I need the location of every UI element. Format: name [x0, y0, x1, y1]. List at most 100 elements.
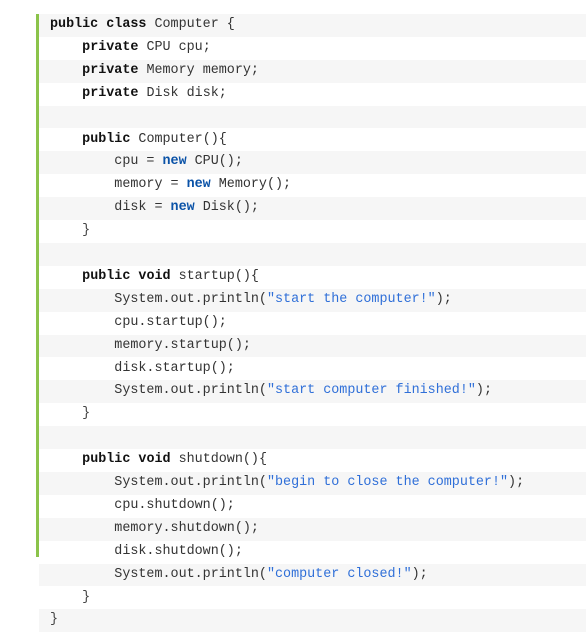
- code-token: CPU();: [186, 154, 243, 170]
- code-token: disk.shutdown();: [50, 543, 243, 559]
- code-line-background: [39, 220, 586, 243]
- code-line: disk.startup();: [50, 358, 235, 381]
- code-token: public void: [82, 452, 171, 468]
- code-token: public class: [50, 17, 147, 32]
- code-token: );: [435, 291, 452, 307]
- code-token: new: [186, 177, 211, 193]
- code-token: new: [170, 200, 195, 216]
- code-line-background: [39, 265, 586, 289]
- code-token: private: [82, 39, 139, 55]
- code-line-background: [39, 334, 586, 358]
- code-line-background: [39, 426, 586, 450]
- code-token: );: [508, 475, 525, 490]
- code-token: disk =: [50, 200, 171, 216]
- code-line-background: [39, 288, 586, 312]
- code-token: );: [411, 566, 428, 582]
- code-token: System.out.println(: [50, 475, 267, 490]
- code-token: cpu.shutdown();: [50, 497, 235, 513]
- code-token: "computer closed!": [266, 566, 412, 582]
- code-line-background: [39, 494, 586, 518]
- code-line: }: [50, 587, 90, 610]
- code-token: CPU cpu;: [138, 39, 211, 55]
- code-token: [50, 269, 82, 284]
- code-block: public class Computer { private CPU cpu;…: [36, 14, 586, 632]
- code-token: Memory memory;: [138, 62, 259, 78]
- code-line-background: [39, 472, 586, 495]
- code-line: public void startup(){: [50, 266, 259, 289]
- code-line-background: [39, 14, 586, 37]
- code-line-background: [39, 243, 586, 266]
- code-token: }: [50, 406, 91, 422]
- code-line: disk.shutdown();: [50, 541, 243, 564]
- code-token: [50, 40, 82, 55]
- code-token: "start computer finished!": [266, 383, 476, 399]
- code-token: System.out.println(: [50, 383, 267, 399]
- code-line: private Memory memory;: [50, 60, 259, 83]
- code-token: private: [82, 85, 139, 101]
- code-token: [50, 86, 82, 101]
- code-token: }: [50, 612, 59, 628]
- code-line-background: [39, 357, 586, 381]
- code-token: cpu =: [50, 154, 163, 170]
- code-line-background: [39, 105, 586, 129]
- code-token: Memory();: [210, 177, 292, 193]
- code-line-background: [39, 128, 586, 152]
- code-token: Computer(){: [130, 131, 227, 147]
- code-line-background: [39, 174, 586, 198]
- code-line-background: [39, 449, 586, 472]
- code-line: private Disk disk;: [50, 83, 227, 106]
- code-line-background: [39, 517, 586, 541]
- code-line: memory.shutdown();: [50, 518, 259, 541]
- code-line-background: [39, 36, 586, 60]
- code-line-background: [39, 586, 586, 610]
- code-line: }: [50, 609, 58, 632]
- code-token: System.out.println(: [50, 566, 267, 582]
- code-token: [50, 452, 82, 467]
- code-token: }: [50, 223, 91, 239]
- code-line-background: [39, 59, 586, 83]
- code-token: disk.startup();: [50, 360, 235, 376]
- code-line: System.out.println("start the computer!"…: [50, 289, 452, 312]
- code-line: memory = new Memory();: [50, 174, 291, 197]
- code-token: shutdown(){: [170, 452, 267, 468]
- code-token: "start the computer!": [266, 291, 436, 307]
- code-line: }: [50, 403, 90, 426]
- code-line: private CPU cpu;: [50, 37, 211, 60]
- code-line-background: [39, 403, 586, 427]
- code-line: memory.startup();: [50, 335, 251, 358]
- code-token: );: [475, 383, 492, 399]
- code-line: }: [50, 220, 90, 243]
- code-line-background: [39, 311, 586, 335]
- code-line: disk = new Disk();: [50, 197, 259, 220]
- code-token: Disk();: [194, 200, 259, 216]
- code-token: memory =: [50, 177, 187, 193]
- code-line: cpu.shutdown();: [50, 495, 235, 518]
- code-line: public Computer(){: [50, 129, 227, 152]
- code-token: public void: [82, 268, 171, 284]
- code-line-background: [39, 197, 586, 221]
- code-token: [50, 132, 82, 147]
- code-line: System.out.println("start computer finis…: [50, 380, 492, 403]
- code-line: cpu = new CPU();: [50, 151, 243, 174]
- code-line: public class Computer {: [50, 14, 235, 37]
- code-line-background: [39, 609, 586, 632]
- code-line-background: [39, 82, 586, 106]
- code-token: cpu.startup();: [50, 314, 227, 330]
- code-line-background: [39, 151, 586, 175]
- code-token: System.out.println(: [50, 291, 267, 307]
- code-line-background: [39, 380, 586, 404]
- code-token: startup(){: [170, 268, 259, 284]
- code-token: }: [50, 589, 91, 605]
- code-token: new: [162, 154, 187, 170]
- code-token: "begin to close the computer!": [266, 475, 509, 490]
- code-line: System.out.println("begin to close the c…: [50, 472, 524, 495]
- code-token: memory.startup();: [50, 337, 251, 353]
- code-line: System.out.println("computer closed!");: [50, 564, 428, 587]
- code-line: public void shutdown(){: [50, 449, 267, 472]
- code-line: cpu.startup();: [50, 312, 227, 335]
- code-token: Disk disk;: [138, 85, 227, 101]
- code-token: memory.shutdown();: [50, 520, 259, 536]
- code-token: private: [82, 62, 139, 78]
- code-token: Computer {: [146, 17, 235, 32]
- code-token: public: [82, 131, 131, 147]
